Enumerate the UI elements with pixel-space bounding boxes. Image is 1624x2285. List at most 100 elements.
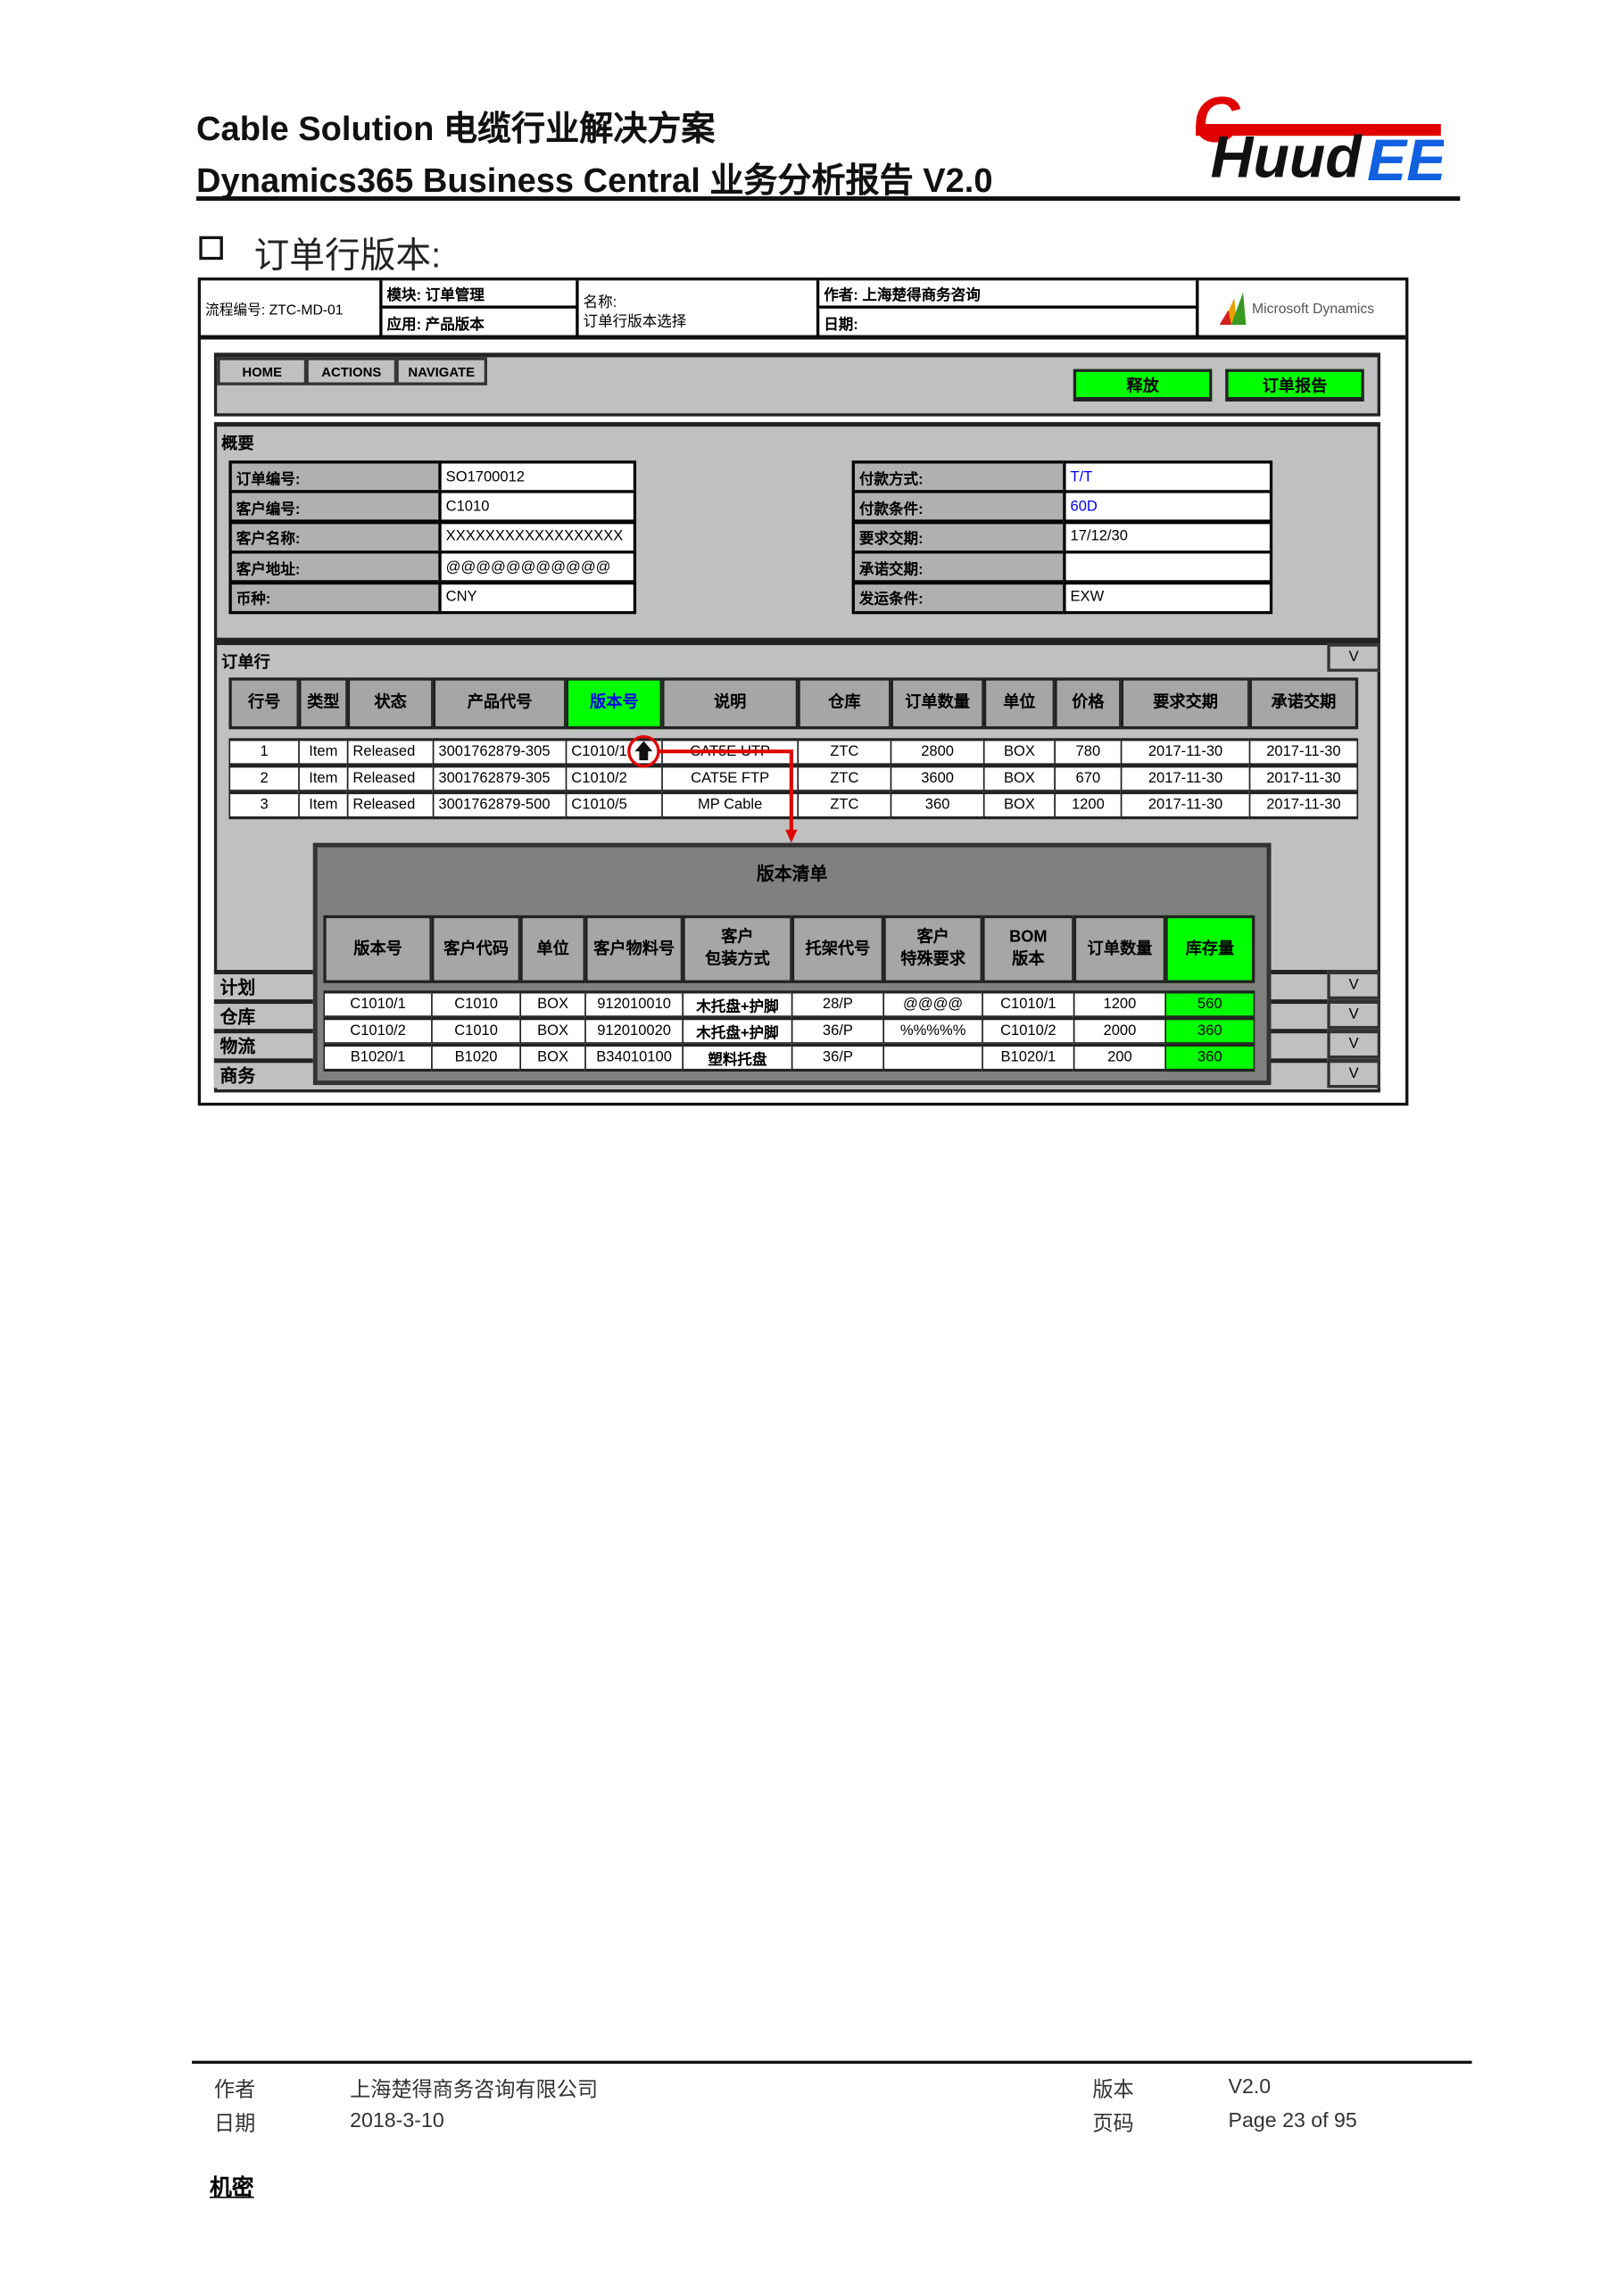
order-line-cell[interactable]: ZTC xyxy=(797,765,892,793)
order-line-cell[interactable]: BOX xyxy=(982,738,1056,766)
summary-left-value: CNY xyxy=(438,581,637,614)
order-line-cell[interactable]: 1 xyxy=(228,738,300,766)
tab-home[interactable]: HOME xyxy=(217,357,308,385)
version-list-cell[interactable]: BOX xyxy=(519,990,586,1019)
fasttab-3[interactable]: 商务 xyxy=(213,1058,313,1089)
date: 日期: xyxy=(819,308,1199,337)
confidential-label: 机密 xyxy=(209,2175,254,2201)
order-line-cell[interactable]: 2017-11-30 xyxy=(1248,738,1359,766)
chudee-logo: C Huud EE xyxy=(1193,84,1444,186)
svg-text:EE: EE xyxy=(1367,128,1444,186)
order-line-cell[interactable]: 3600 xyxy=(890,765,985,793)
order-line-cell[interactable]: C1010/2 xyxy=(565,765,663,793)
order-line-cell[interactable]: Released xyxy=(346,791,435,820)
dynamics-logo-icon xyxy=(1219,292,1247,325)
fasttab-1[interactable]: 仓库 xyxy=(213,999,313,1030)
release-button[interactable]: 释放 xyxy=(1073,368,1213,402)
order-line-cell[interactable]: 2800 xyxy=(890,738,985,766)
fasttab-toggle[interactable]: V xyxy=(1327,1058,1380,1089)
fasttab-strip xyxy=(1271,999,1328,1030)
order-line-cell[interactable]: BOX xyxy=(982,765,1056,793)
version-list-cell[interactable]: 200 xyxy=(1073,1043,1167,1072)
module: 模块: 订单管理 xyxy=(382,280,579,309)
order-line-cell[interactable]: 2017-11-30 xyxy=(1120,738,1251,766)
footer-version-label: 版本 xyxy=(1092,2076,1134,2101)
version-list-cell[interactable]: 560 xyxy=(1164,990,1255,1019)
order-line-cell[interactable]: CAT5E FTP xyxy=(661,765,800,793)
order-line-cell[interactable]: 3001762879-500 xyxy=(432,791,568,820)
order-lines-header: 订单数量 xyxy=(890,677,985,730)
footer-date: 2018-3-10 xyxy=(350,2107,444,2132)
order-lines-header: 产品代号 xyxy=(432,677,568,730)
header-title-line1: Cable Solution 电缆行业解决方案 xyxy=(196,109,716,148)
version-list-cell[interactable]: B34010100 xyxy=(584,1043,684,1072)
fasttab-toggle[interactable]: V xyxy=(1327,1029,1380,1059)
fasttab-toggle[interactable]: V xyxy=(1327,999,1380,1030)
fasttab-strip xyxy=(1271,1058,1328,1089)
fasttab-0[interactable]: 计划 xyxy=(213,970,313,1000)
footer-author: 上海楚得商务咨询有限公司 xyxy=(350,2076,599,2101)
version-list-header: 版本号 xyxy=(323,915,433,983)
version-list-cell[interactable]: 28/P xyxy=(791,990,885,1019)
order-line-cell[interactable]: 2017-11-30 xyxy=(1248,765,1359,793)
version-list-cell[interactable]: B1020 xyxy=(431,1043,522,1072)
footer-date-label: 日期 xyxy=(213,2110,256,2135)
tab-navigate[interactable]: NAVIGATE xyxy=(395,357,487,385)
version-list-cell[interactable]: B1020/1 xyxy=(982,1043,1075,1072)
author: 作者: 上海楚得商务咨询 xyxy=(819,280,1199,309)
summary-left-label: 客户名称: xyxy=(228,520,442,554)
order-line-cell[interactable]: 780 xyxy=(1054,738,1123,766)
version-list-cell[interactable]: 1200 xyxy=(1073,990,1167,1019)
version-list-cell[interactable]: C1010/2 xyxy=(323,1016,433,1046)
order-lines-header: 行号 xyxy=(228,677,300,730)
order-line-cell[interactable]: 2017-11-30 xyxy=(1120,791,1251,820)
order-line-cell[interactable]: Item xyxy=(298,765,349,793)
microsoft-dynamics-logo: Microsoft Dynamics xyxy=(1219,289,1397,327)
order-line-cell[interactable]: 670 xyxy=(1054,765,1123,793)
summary-right-value: EXW xyxy=(1063,581,1273,614)
version-list-cell[interactable]: 360 xyxy=(1164,1043,1255,1072)
footer-rule xyxy=(192,2060,1472,2064)
summary-right-label: 要求交期: xyxy=(851,520,1066,554)
order-line-cell[interactable]: Item xyxy=(298,738,349,766)
version-list-cell[interactable]: 912010010 xyxy=(584,990,684,1019)
version-list-cell[interactable]: B1020/1 xyxy=(323,1043,433,1072)
order-line-cell[interactable]: 2017-11-30 xyxy=(1248,791,1359,820)
summary-left-value: XXXXXXXXXXXXXXXXXX xyxy=(438,520,637,554)
order-line-cell[interactable]: Item xyxy=(298,791,349,820)
order-lines-header: 仓库 xyxy=(797,677,892,730)
order-lines-toggle[interactable]: V xyxy=(1327,643,1380,672)
order-line-cell[interactable]: 1200 xyxy=(1054,791,1123,820)
version-list-cell[interactable]: @@@@ xyxy=(882,990,983,1019)
order-line-cell[interactable]: MP Cable xyxy=(661,791,800,820)
checkbox-bullet-icon xyxy=(199,236,223,261)
order-line-cell[interactable]: BOX xyxy=(982,791,1056,820)
version-list-cell[interactable]: C1010/1 xyxy=(323,990,433,1019)
version-list-cell[interactable]: 木托盘+护脚 xyxy=(682,1016,793,1046)
svg-text:Huud: Huud xyxy=(1211,125,1363,186)
summary-left-label: 币种: xyxy=(228,581,442,614)
fasttab-toggle[interactable]: V xyxy=(1327,970,1380,1000)
order-line-cell[interactable]: 3 xyxy=(228,791,300,820)
version-list-header: 客户代码 xyxy=(431,915,522,983)
up-arrow-icon xyxy=(634,741,653,761)
version-list-cell[interactable]: 36/P xyxy=(791,1043,885,1072)
order-line-cell[interactable]: 2017-11-30 xyxy=(1120,765,1251,793)
order-report-button[interactable]: 订单报告 xyxy=(1225,368,1364,402)
order-line-cell[interactable]: 3001762879-305 xyxy=(432,765,568,793)
fasttab-2[interactable]: 物流 xyxy=(213,1029,313,1059)
version-list-cell[interactable]: 塑料托盘 xyxy=(682,1043,793,1072)
action-bar: HOME ACTIONS NAVIGATE 释放 订单报告 xyxy=(213,352,1380,417)
summary-left-label: 客户编号: xyxy=(228,490,442,524)
version-list-cell[interactable] xyxy=(882,1043,983,1072)
version-list-cell[interactable]: C1010 xyxy=(431,990,522,1019)
version-list-cell[interactable]: BOX xyxy=(519,1043,586,1072)
order-line-cell[interactable]: 360 xyxy=(890,791,985,820)
order-line-cell[interactable]: Released xyxy=(346,738,435,766)
tab-actions[interactable]: ACTIONS xyxy=(305,357,398,385)
version-list-cell[interactable]: BOX xyxy=(519,1016,586,1046)
ms-dynamics-text: Microsoft Dynamics xyxy=(1252,300,1375,317)
order-line-cell[interactable]: ZTC xyxy=(797,791,892,820)
version-list-cell[interactable]: 木托盘+护脚 xyxy=(682,990,793,1019)
order-line-cell[interactable]: 2 xyxy=(228,765,300,793)
